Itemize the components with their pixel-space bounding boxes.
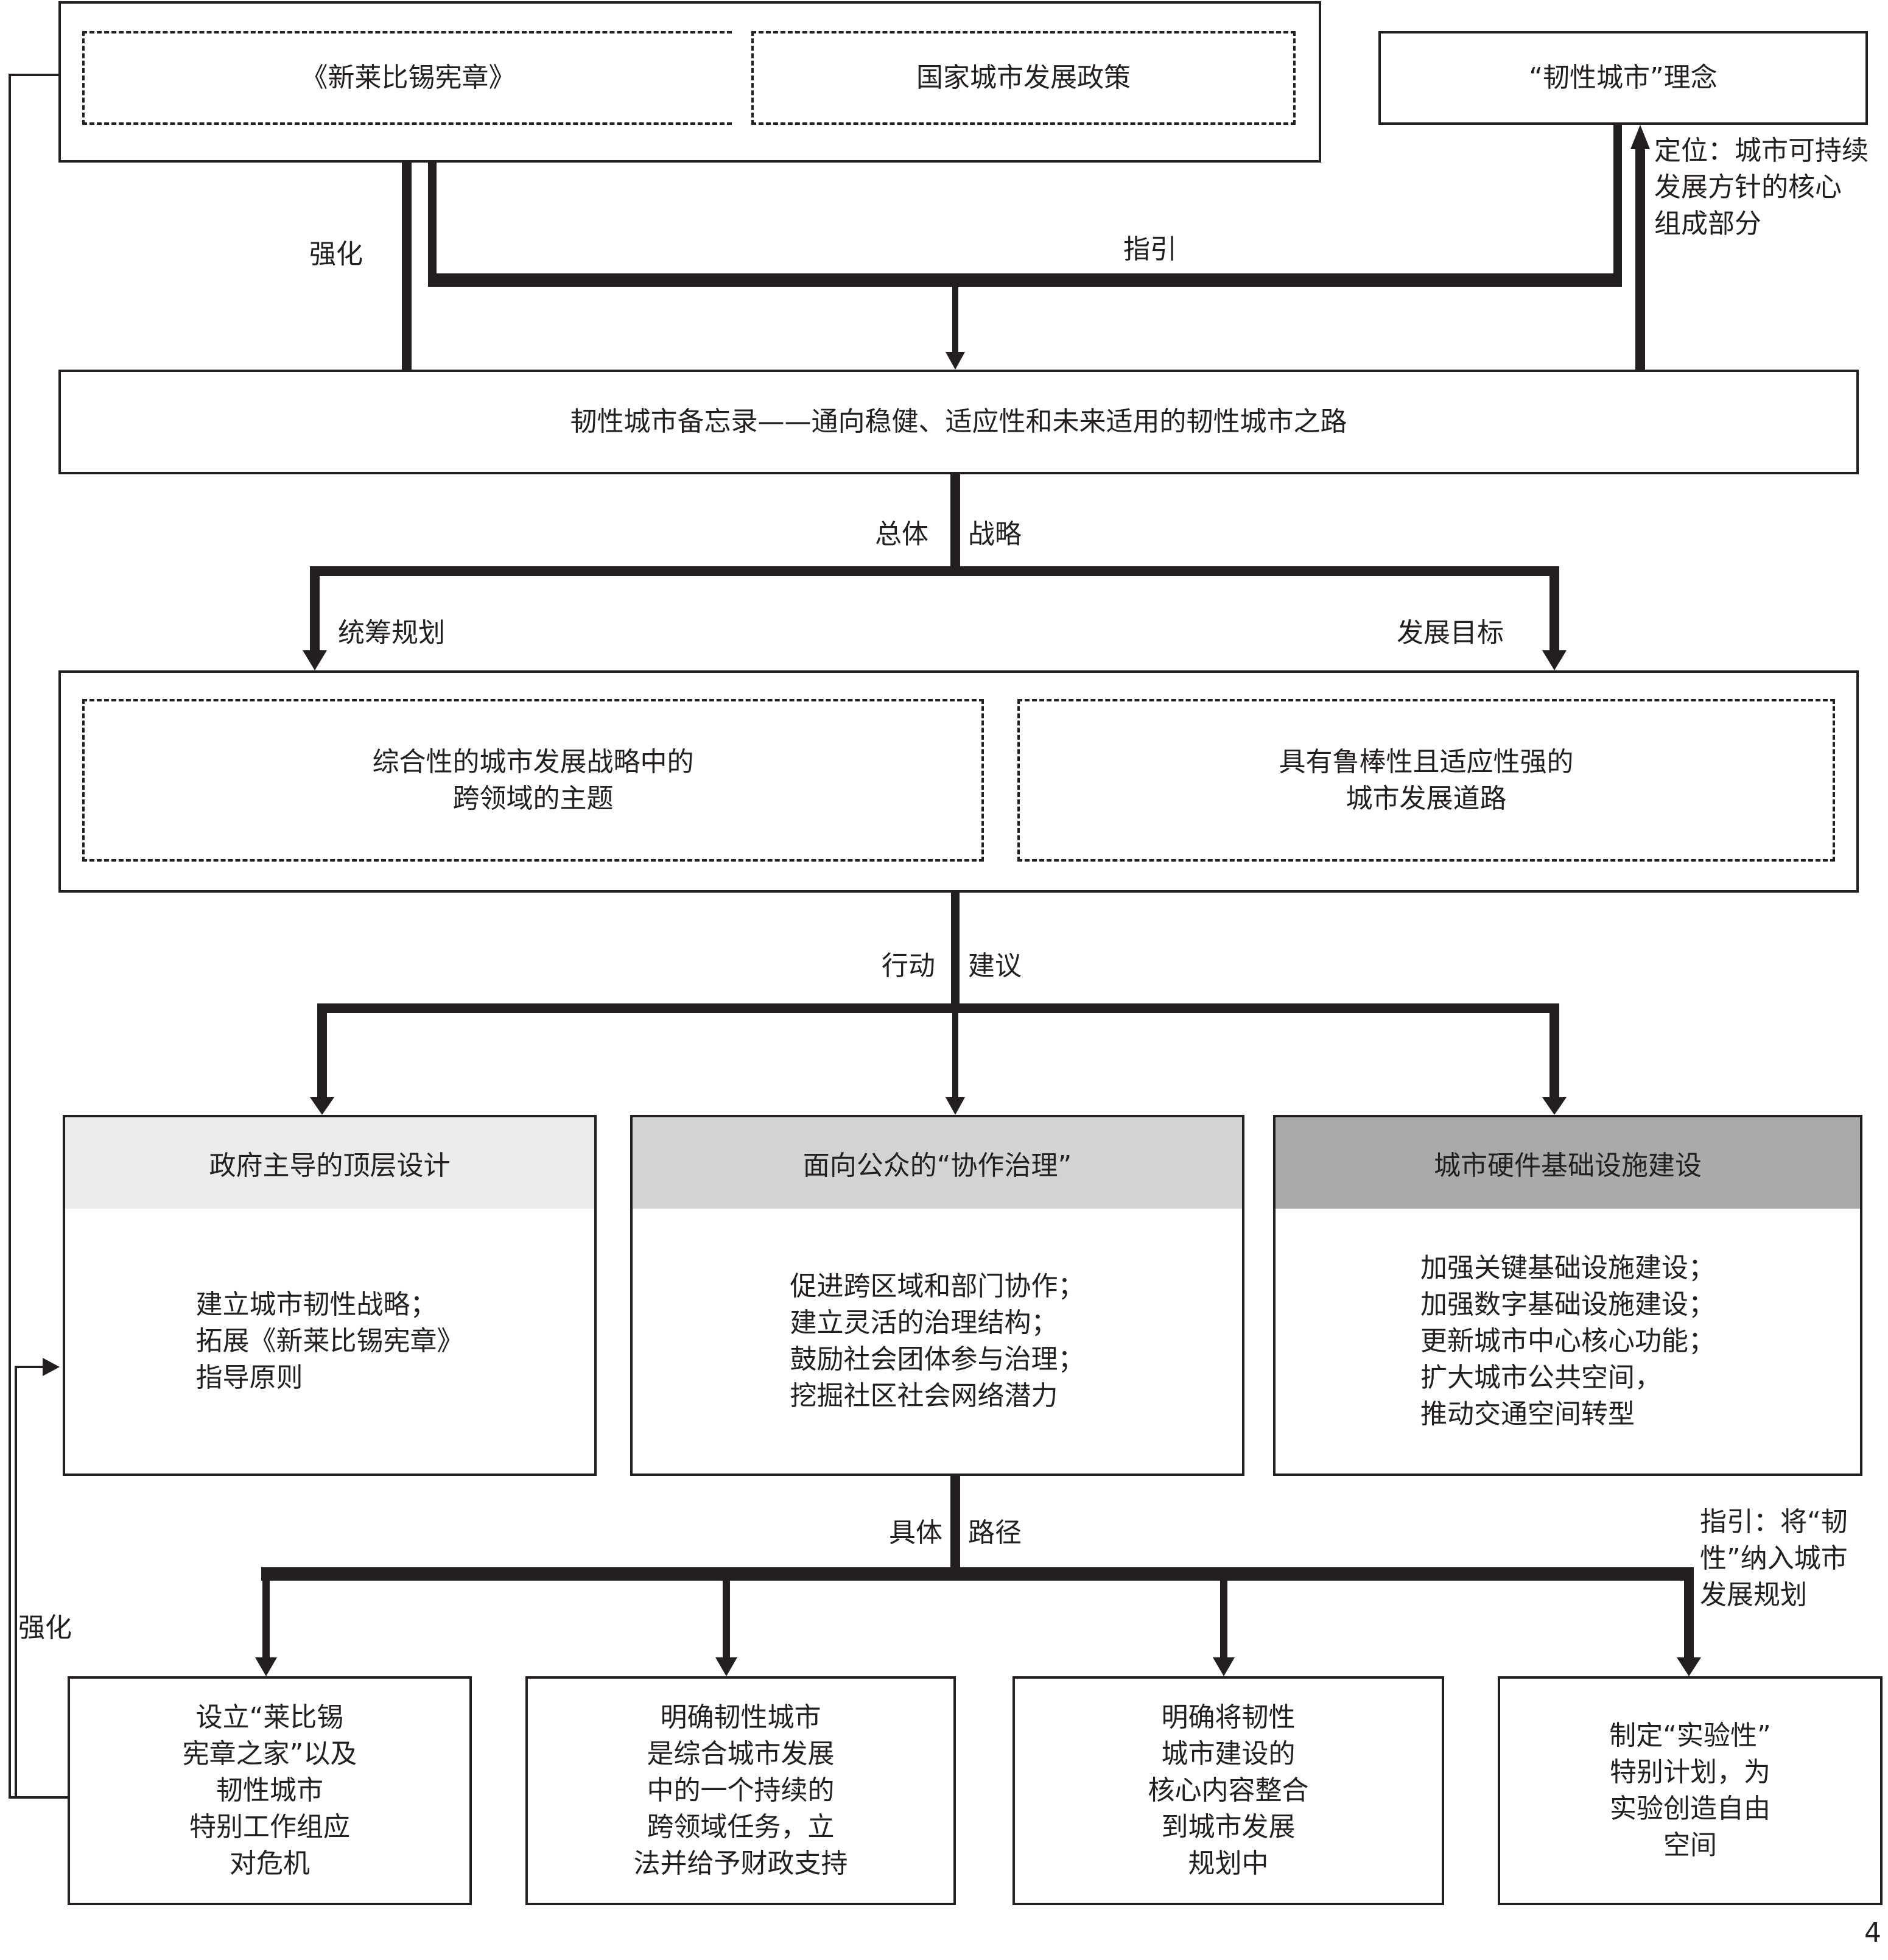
path-box: 明确韧性城市 是综合城市发展 中的一个持续的 跨领域任务，立 法并给予财政支持 xyxy=(525,1676,956,1905)
framework-box xyxy=(58,1,1321,163)
guide-bottom-label: 指引：将“韧 性”纳入城市 发展规划 xyxy=(1700,1506,1848,1611)
charter-label: 《新莱比锡宪章》 xyxy=(301,62,516,93)
path-3-arrowhead xyxy=(1213,1657,1235,1676)
path-box: 设立“莱比锡 宪章之家”以及 韧性城市 特别工作组应 对危机 xyxy=(68,1676,472,1905)
action-box-government: 政府主导的顶层设计 建立城市韧性战略； 拓展《新莱比锡宪章》 指导原则 xyxy=(63,1115,597,1476)
action-body: 建立城市韧性战略； 拓展《新莱比锡宪章》 指导原则 xyxy=(195,1288,464,1393)
path-text: 制定“实验性” 特别计划，为 实验创造自由 空间 xyxy=(1609,1720,1771,1861)
action-right-arrowhead xyxy=(1542,1097,1567,1115)
resilient-concept-box: “韧性城市”理念 xyxy=(1378,31,1868,125)
action-box-infrastructure: 城市硬件基础设施建设 加强关键基础设施建设； 加强数字基础设施建设； 更新城市中… xyxy=(1273,1115,1862,1476)
strategy-left-text: 综合性的城市发展战略中的 跨领域的主题 xyxy=(372,746,694,814)
strengthen-top-label: 强化 xyxy=(309,239,363,270)
memo-box: 韧性城市备忘录——通向稳健、适应性和未来适用的韧性城市之路 xyxy=(58,370,1859,474)
strengthen-left-label: 强化 xyxy=(18,1612,72,1643)
goal-label: 发展目标 xyxy=(1397,617,1504,648)
strategy-label: 战略 xyxy=(968,519,1022,550)
strategy-right-text: 具有鲁棒性且适应性强的 城市发展道路 xyxy=(1279,746,1574,814)
page-number: 4 xyxy=(1864,1917,1881,1948)
positioning-arrowhead xyxy=(1630,125,1650,149)
path-2-arrowhead xyxy=(715,1657,737,1676)
action-box-governance: 面向公众的“协作治理” 促进跨区域和部门协作； 建立灵活的治理结构； 鼓励社会团… xyxy=(630,1115,1244,1476)
action-left-arrowhead xyxy=(310,1097,334,1115)
proposal-label: 建议 xyxy=(968,950,1022,982)
guide-top-label: 指引 xyxy=(1123,234,1177,265)
strategy-right-box: 具有鲁棒性且适应性强的 城市发展道路 xyxy=(1017,699,1835,862)
national-policy-label: 国家城市发展政策 xyxy=(916,62,1131,93)
strategy-left-arrowhead xyxy=(303,650,327,670)
action-title: 面向公众的“协作治理” xyxy=(802,1150,1072,1181)
action-title: 城市硬件基础设施建设 xyxy=(1434,1150,1702,1181)
action-header: 面向公众的“协作治理” xyxy=(633,1117,1242,1209)
positioning-label: 定位：城市可持续 发展方针的核心 组成部分 xyxy=(1654,135,1869,239)
path-box: 明确将韧性 城市建设的 核心内容整合 到城市发展 规划中 xyxy=(1012,1676,1444,1905)
path-box: 制定“实验性” 特别计划，为 实验创造自由 空间 xyxy=(1498,1676,1883,1905)
charter-box: 《新莱比锡宪章》 xyxy=(82,31,732,125)
coordination-label: 统筹规划 xyxy=(338,617,445,648)
strategy-right-arrowhead xyxy=(1542,650,1567,670)
action-header: 城市硬件基础设施建设 xyxy=(1276,1117,1860,1209)
action-body: 促进跨区域和部门协作； 建立灵活的治理结构； 鼓励社会团体参与治理； 挖掘社区社… xyxy=(790,1270,1085,1411)
feedback-inner-arrowhead xyxy=(43,1358,60,1376)
path-text: 明确韧性城市 是综合城市发展 中的一个持续的 跨领域任务，立 法并给予财政支持 xyxy=(633,1702,848,1879)
path-text: 设立“莱比锡 宪章之家”以及 韧性城市 特别工作组应 对危机 xyxy=(182,1702,357,1879)
memo-title: 韧性城市备忘录——通向稳健、适应性和未来适用的韧性城市之路 xyxy=(570,406,1347,437)
path-1-arrowhead xyxy=(255,1657,277,1676)
path-text: 明确将韧性 城市建设的 核心内容整合 到城市发展 规划中 xyxy=(1148,1702,1309,1879)
action-title: 政府主导的顶层设计 xyxy=(209,1150,451,1181)
strategy-box xyxy=(58,670,1859,893)
action-body: 加强关键基础设施建设； 加强数字基础设施建设； 更新城市中心核心功能； 扩大城市… xyxy=(1420,1252,1715,1430)
feedback-line-outer xyxy=(9,74,70,1799)
national-policy-box: 国家城市发展政策 xyxy=(751,31,1296,125)
strategy-left-box: 综合性的城市发展战略中的 跨领域的主题 xyxy=(82,699,984,862)
action-mid-arrowhead xyxy=(946,1097,965,1115)
resilient-concept-label: “韧性城市”理念 xyxy=(1529,62,1718,93)
overall-label: 总体 xyxy=(875,519,928,550)
action-header: 政府主导的顶层设计 xyxy=(65,1117,594,1209)
guide-down-arrowhead xyxy=(946,352,965,370)
action-label: 行动 xyxy=(882,950,935,982)
path-label: 路径 xyxy=(968,1517,1022,1548)
concrete-label: 具体 xyxy=(889,1517,942,1548)
feedback-line-inner xyxy=(15,1366,46,1797)
path-4-arrowhead xyxy=(1677,1657,1701,1676)
